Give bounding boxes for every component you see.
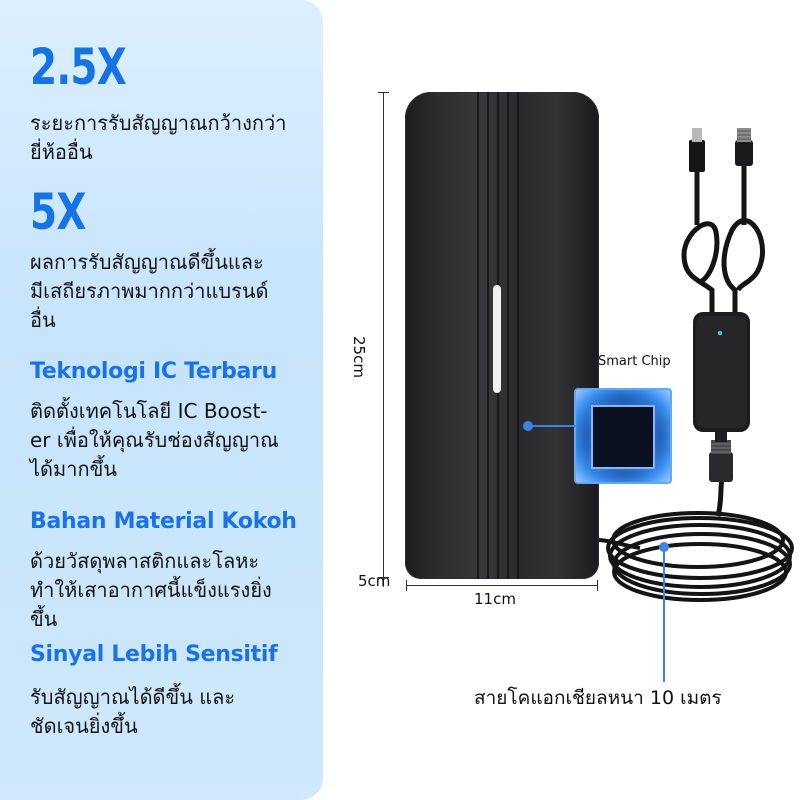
feature-panel (0, 0, 323, 800)
chip-pointer-line (530, 425, 576, 427)
cable-label: สายโคแอกเชียลหนา 10 เมตร (474, 687, 722, 709)
width-dimension-line (406, 585, 598, 586)
feature-title-signal: Sinyal Lebih Sensitif (30, 642, 278, 667)
stat-signal-description: ผลการรับสัญญาณดีขึ้นและ มีเสถียรภาพมากกว… (30, 250, 269, 332)
rf-plug-icon (735, 128, 753, 166)
depth-label: 5cm (358, 572, 391, 590)
coiled-cable (606, 511, 794, 602)
stat-range-multiplier: 2.5X (30, 38, 127, 96)
feature-desc-material: ด้วยวัสดุพลาสติกและโลหะ ทำให้เสาอากาศนี้… (30, 549, 272, 631)
feature-desc-ic: ติดตั้งเทคโนโลยี IC Boost- er เพื่อให้คุ… (30, 399, 279, 481)
width-label: 11cm (474, 590, 516, 608)
chip-pointer-dot (523, 421, 533, 431)
height-dimension-line (383, 92, 384, 578)
cable-pointer-line (663, 550, 665, 682)
device-cable (597, 538, 641, 550)
chip-label: Smart Chip (598, 354, 671, 369)
feature-desc-signal: รับสัญญาณได้ดีขึ้น และ ชัดเจนยิ่งขึ้น (30, 685, 236, 738)
indicator-light-bar (493, 285, 501, 393)
amplifier-box (693, 312, 750, 432)
antenna-body (405, 92, 599, 579)
chip-icon (591, 405, 655, 469)
stat-range-description: ระยะการรับสัญญาณกว้างกว่า ยี่ห้ออื่น (30, 111, 287, 164)
height-label: 25cm (350, 336, 368, 378)
f-connector-icon (709, 428, 733, 482)
feature-title-ic: Teknologi IC Terbaru (30, 359, 277, 384)
stat-signal-multiplier: 5X (30, 183, 86, 241)
cable-pointer-dot (659, 542, 669, 552)
usb-plug-icon (689, 128, 705, 172)
feature-title-material: Bahan Material Kokoh (30, 509, 297, 534)
coil-to-connector-cable (715, 477, 725, 517)
usb-cable-loops (681, 160, 766, 312)
